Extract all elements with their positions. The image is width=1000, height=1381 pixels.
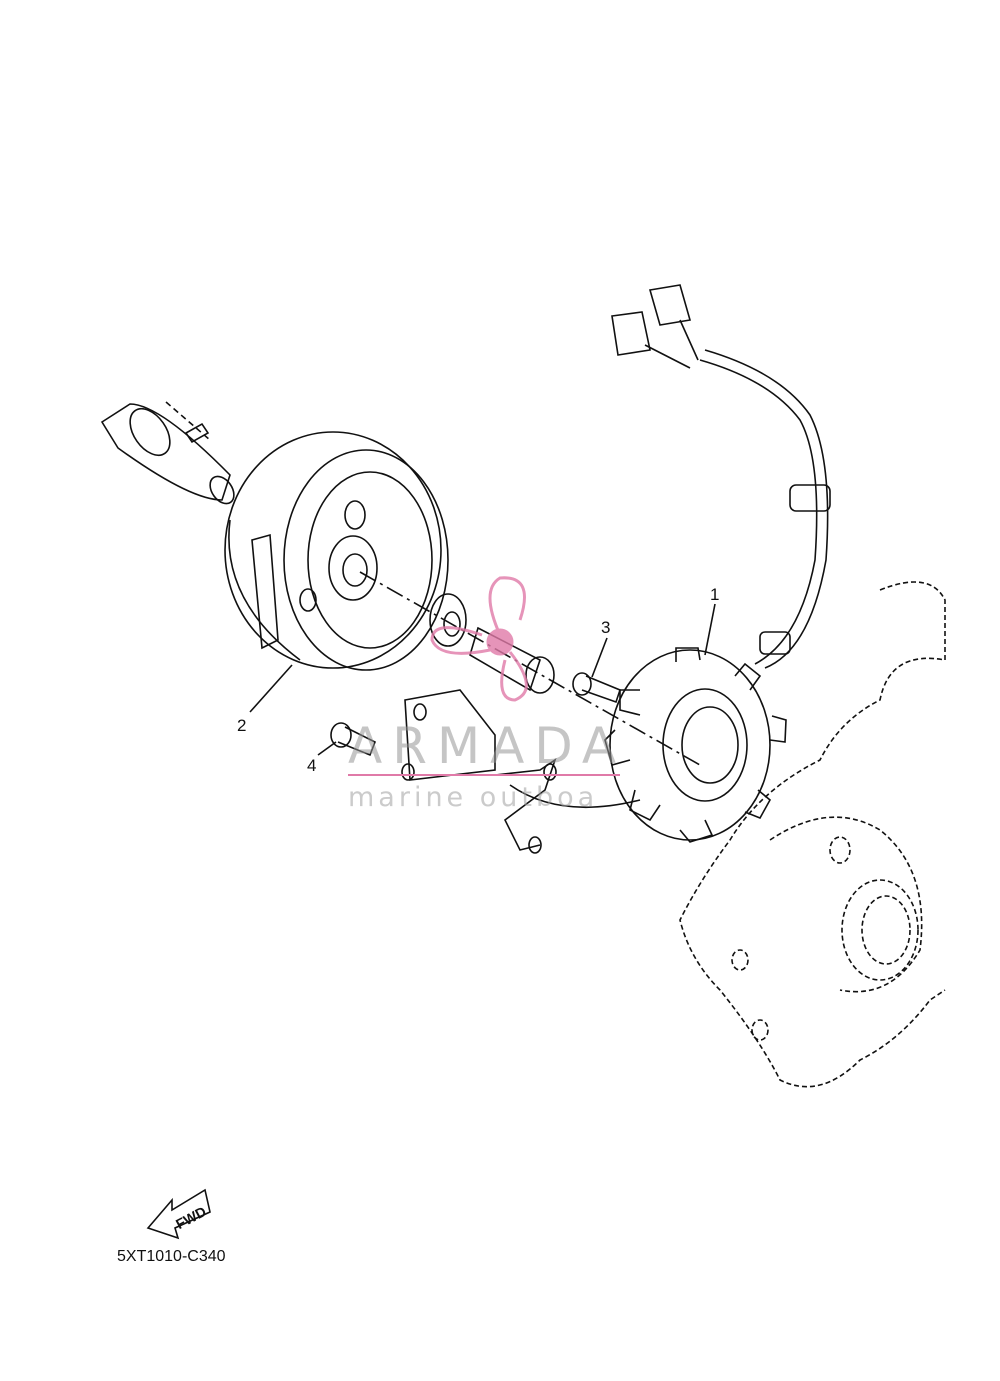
leader-1 [704, 603, 716, 656]
callout-4: 4 [307, 756, 317, 775]
watermark-brand: ARMADA [348, 717, 627, 775]
stator-coil [604, 647, 787, 843]
leader-3 [591, 637, 608, 678]
axis-line [359, 571, 701, 766]
rotor-bolt [469, 626, 555, 694]
leader-4 [317, 741, 337, 756]
washer [429, 593, 467, 647]
callout-2: 2 [237, 716, 247, 735]
watermark-logo [430, 576, 528, 702]
screw-3 [572, 672, 621, 704]
leader-2 [249, 664, 293, 713]
flywheel-rotor [224, 431, 449, 671]
callout-1: 1 [710, 585, 720, 604]
crankshaft [100, 401, 235, 505]
fwd-label: FWD [173, 1203, 209, 1232]
crankcase [679, 581, 946, 1088]
callout-3: 3 [601, 618, 611, 637]
wiring-harness [509, 284, 831, 809]
pickup-bracket [401, 689, 557, 854]
diagram-code: 5XT1010-C340 [117, 1248, 226, 1265]
fwd-arrow-icon: FWD [146, 1188, 211, 1240]
watermark-subtitle: marine outboa [348, 782, 599, 813]
screw-4 [330, 722, 377, 757]
